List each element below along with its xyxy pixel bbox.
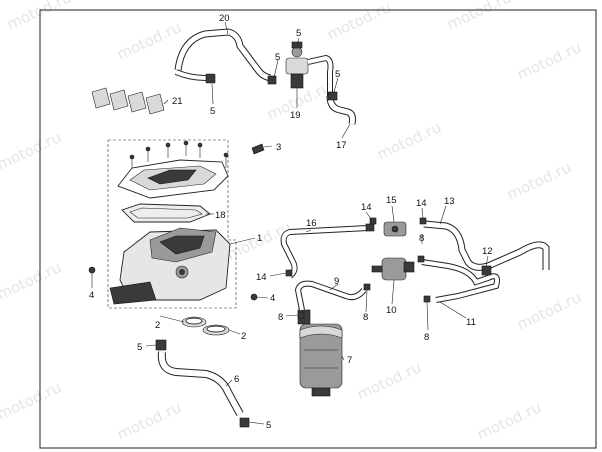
vent-hoses — [280, 225, 369, 311]
callout-label: 5 — [275, 52, 280, 63]
solenoid-valve-15 — [365, 221, 407, 237]
watermark: motod.ru — [114, 398, 184, 443]
watermark: motod.ru — [444, 0, 514, 34]
hose-clamps — [181, 316, 230, 336]
callout-label: 12 — [482, 246, 493, 257]
callout-label: 13 — [444, 196, 455, 207]
callout-label: 5 — [137, 342, 142, 353]
callout-label: 9 — [334, 276, 339, 287]
charcoal-canister — [297, 309, 343, 397]
airbox-body — [109, 227, 231, 305]
leader-lines — [91, 21, 489, 425]
callout-label: 6 — [234, 374, 239, 385]
watermark-layer: motod.ru motod.ru motod.ru motod.ru moto… — [0, 0, 584, 444]
callout-label: 16 — [306, 218, 317, 229]
filter-elements — [91, 87, 165, 115]
watermark: motod.ru — [114, 18, 184, 63]
watermark: motod.ru — [0, 128, 64, 173]
callout-label: 11 — [466, 317, 476, 328]
callout-label: 8 — [424, 332, 429, 343]
callout-label: 14 — [416, 198, 427, 209]
watermark: motod.ru — [354, 358, 424, 403]
drain-hose — [155, 339, 250, 428]
watermark: motod.ru — [0, 378, 64, 423]
watermark: motod.ru — [514, 38, 584, 83]
watermark: motod.ru — [474, 398, 544, 443]
callout-label: 15 — [386, 195, 397, 206]
callout-label: 5 — [335, 69, 340, 80]
callout-label: 8 — [278, 312, 283, 323]
airbox-cover — [117, 159, 229, 199]
callout-label: 3 — [276, 142, 281, 153]
callout-label: 8 — [419, 233, 424, 244]
callout-label: 21 — [172, 96, 183, 107]
callout-label: 19 — [290, 110, 301, 121]
callout-label: 18 — [215, 210, 226, 221]
watermark: motod.ru — [4, 0, 74, 34]
watermark: motod.ru — [514, 288, 584, 333]
breather-hose — [174, 28, 271, 84]
callout-label: 1 — [257, 233, 262, 244]
airbox-group-box — [107, 139, 237, 309]
callout-label: 5 — [266, 420, 271, 431]
watermark: motod.ru — [0, 258, 64, 303]
callout-label: 8 — [363, 312, 368, 323]
bolt-3 — [251, 143, 265, 155]
watermark: motod.ru — [374, 118, 444, 163]
watermark: motod.ru — [504, 158, 574, 203]
solenoid-valve-10 — [371, 257, 415, 281]
callout-label: 20 — [219, 13, 230, 24]
callout-label: 4 — [89, 290, 94, 301]
callout-label: 10 — [386, 305, 397, 316]
bolt-right — [250, 293, 258, 301]
callout-label: 2 — [155, 320, 160, 331]
callout-label: 2 — [241, 331, 246, 342]
callout-label: 5 — [210, 106, 215, 117]
watermark: motod.ru — [324, 0, 394, 44]
callout-label: 5 — [296, 28, 301, 39]
callout-label: 14 — [256, 272, 267, 283]
callout-label: 14 — [361, 202, 372, 213]
callout-labels: 20 5 5 5 5 19 17 21 3 18 1 16 14 15 14 1… — [89, 13, 493, 431]
hose-13-11 — [421, 220, 550, 303]
bolt-left — [88, 266, 96, 274]
hose-17 — [326, 91, 356, 125]
screws — [129, 140, 229, 170]
airbox-gasket — [121, 203, 211, 223]
diagram-frame — [39, 9, 597, 449]
callout-label: 17 — [336, 140, 347, 151]
callout-label: 4 — [270, 293, 275, 304]
callout-label: 7 — [347, 355, 352, 366]
